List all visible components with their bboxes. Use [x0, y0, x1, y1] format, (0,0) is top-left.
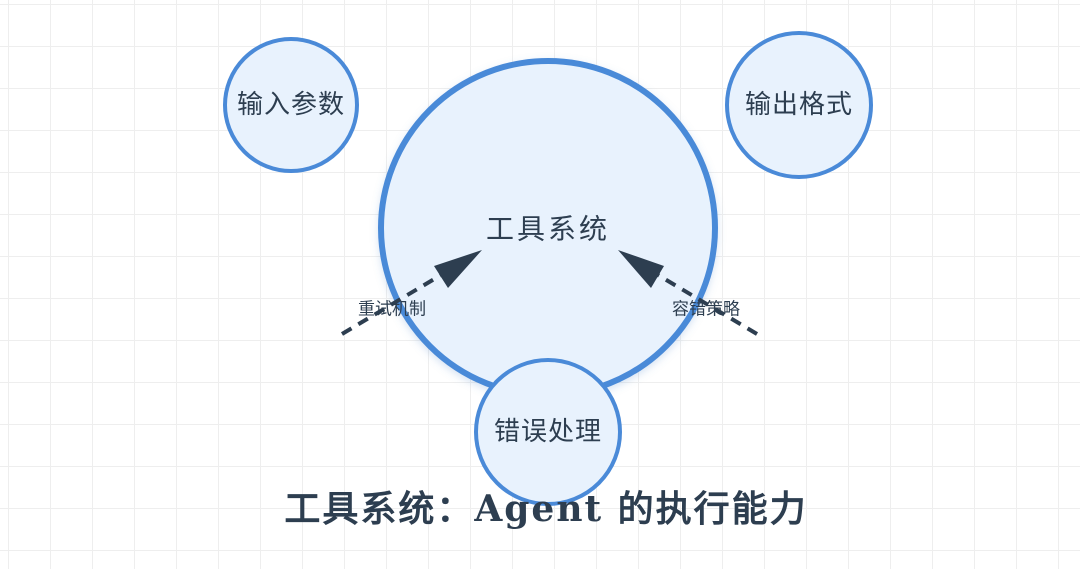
edge-fault-tolerance-line [651, 270, 759, 336]
node-error-circle [474, 358, 622, 506]
node-error-label: 错误处理 [494, 417, 602, 447]
node-output-circle [725, 31, 873, 179]
edge-fault-tolerance: 容错策略 [618, 250, 759, 336]
edge-fault-tolerance-label: 容错策略 [672, 300, 740, 320]
node-output-label: 输出格式 [745, 90, 853, 120]
edge-retry-arrowhead [434, 250, 482, 288]
diagram-title: 工具系统：Agent 的执行能力 [284, 488, 807, 530]
node-error[interactable]: 错误处理 [474, 358, 622, 506]
center-node-label: 工具系统 [486, 213, 610, 246]
node-input-circle [223, 37, 359, 173]
edge-retry: 重试机制 [340, 250, 482, 336]
edge-fault-tolerance-arrowhead [618, 250, 664, 288]
node-input[interactable]: 输入参数 [223, 37, 359, 173]
edge-retry-label: 重试机制 [358, 300, 426, 320]
node-input-label: 输入参数 [237, 90, 345, 120]
edge-retry-line [340, 270, 448, 336]
node-output[interactable]: 输出格式 [725, 31, 873, 179]
